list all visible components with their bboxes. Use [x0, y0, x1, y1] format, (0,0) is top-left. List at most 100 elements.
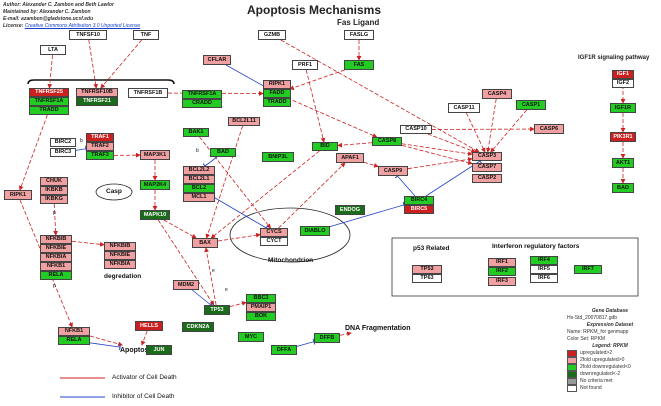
gene-map2k4[interactable]: MAP2K4 [140, 180, 170, 190]
gene-casp4[interactable]: CASP4 [482, 89, 512, 99]
gene-nfkbib2[interactable]: NFKBIB [104, 242, 136, 251]
gene-irf4[interactable]: IRF4 [530, 256, 558, 265]
gene-bcl2l2[interactable]: BCL2L2 [183, 166, 215, 175]
gene-myc[interactable]: MYC [238, 332, 264, 342]
gene-ikbkb[interactable]: IKBKB [40, 186, 68, 195]
gene-rela2[interactable]: RELA [58, 336, 90, 345]
gene-birc5[interactable]: BIRC5 [404, 205, 434, 214]
gene-apaf1[interactable]: APAF1 [336, 153, 364, 163]
gene-tnfrsf1b[interactable]: TNFRSF1B [128, 88, 168, 98]
gene-dffa[interactable]: DFFA [271, 345, 297, 355]
gene-tnfrsf21[interactable]: TNFRSF21 [76, 97, 118, 106]
gene-cdkn2a[interactable]: CDKN2A [182, 322, 214, 332]
gene-igf1[interactable]: IGF1 [612, 70, 634, 79]
gene-tradd2[interactable]: TRADD [263, 98, 291, 107]
gene-bax[interactable]: BAX [192, 238, 218, 248]
gene-tp53b[interactable]: TP53 [412, 265, 442, 274]
gene-irf1[interactable]: IRF1 [488, 258, 516, 267]
gene-irf7[interactable]: IRF7 [574, 265, 602, 274]
gene-bid[interactable]: BID [312, 142, 338, 151]
gene-irf2[interactable]: IRF2 [488, 267, 516, 276]
gene-casp3[interactable]: CASP3 [472, 152, 502, 161]
gene-akt1[interactable]: AKT1 [612, 158, 634, 168]
gene-fas[interactable]: FAS [344, 60, 374, 70]
license-link[interactable]: Creative Commons Attribution 3.0 Unporte… [24, 23, 141, 29]
gene-tnfrsf1a2[interactable]: TNFRSF1A [182, 90, 222, 99]
gene-bad2[interactable]: BAD [612, 183, 634, 193]
gene-gzmb[interactable]: GZMB [258, 30, 286, 40]
gene-casp6[interactable]: CASP6 [534, 124, 564, 134]
gene-cycs[interactable]: CYCS [260, 228, 288, 237]
gene-nfkb1[interactable]: NFKB1 [40, 262, 72, 271]
gene-tnf[interactable]: TNF [133, 30, 159, 40]
gene-rela[interactable]: RELA [40, 271, 72, 280]
gene-casp2[interactable]: CASP2 [472, 174, 502, 183]
gene-irf6[interactable]: IRF6 [530, 274, 558, 283]
gene-bnip3l[interactable]: BNIP3L [262, 152, 294, 162]
gene-lta[interactable]: LTA [40, 45, 66, 55]
legend-entry: downregulated<-2 [567, 371, 653, 378]
gene-cflar[interactable]: CFLAR [203, 55, 231, 65]
gene-tp53a[interactable]: TP53 [204, 305, 230, 315]
gene-bad[interactable]: BAD [210, 148, 236, 157]
gene-casp1[interactable]: CASP1 [516, 100, 546, 110]
gene-nfkbie2[interactable]: NFKBIE [104, 251, 136, 260]
gene-endog[interactable]: ENDOG [335, 205, 365, 215]
gene-nfkb1b[interactable]: NFKB1 [58, 327, 90, 336]
gene-casp8[interactable]: CASP8 [372, 137, 402, 146]
gene-traf1[interactable]: TRAF1 [86, 133, 114, 142]
gene-ripk1b[interactable]: RIPK1 [263, 80, 291, 89]
gene-igf1r[interactable]: IGF1R [610, 103, 636, 113]
gene-tnfsf10[interactable]: TNFSF10 [69, 30, 107, 40]
gene-tnfrsf1a[interactable]: TNFRSF1A [29, 97, 69, 106]
gene-casp7[interactable]: CASP7 [472, 163, 502, 172]
gene-jun[interactable]: JUN [146, 345, 172, 355]
mitochondrion-label: Mitochondrion [268, 257, 314, 264]
gene-prf1[interactable]: PRF1 [292, 60, 318, 70]
gene-chuk[interactable]: CHUK [40, 177, 68, 186]
gene-cyct[interactable]: CYCT [260, 237, 288, 246]
gene-bcl2l11[interactable]: BCL2L11 [228, 117, 260, 126]
gene-mdm2[interactable]: MDM2 [173, 280, 199, 290]
gene-tnfrsf10b[interactable]: TNFRSF10B [76, 88, 118, 97]
gene-bak1[interactable]: BAK1 [183, 128, 209, 137]
gene-hells[interactable]: HELLS [135, 321, 163, 331]
activation-edge-nfkbib-nfkbib2 [71, 240, 105, 247]
gene-irf5[interactable]: IRF5 [530, 265, 558, 274]
gene-tradd[interactable]: TRADD [29, 106, 69, 115]
gene-mapk10[interactable]: MAPK10 [140, 210, 170, 220]
gene-pik3r1[interactable]: PIK3R1 [610, 132, 636, 142]
gene-dffb[interactable]: DFFB [314, 333, 340, 343]
gene-diablo[interactable]: DIABLO [300, 226, 330, 236]
gene-nfkbia[interactable]: NFKBIA [40, 253, 72, 262]
gene-casp9[interactable]: CASP9 [378, 166, 408, 176]
gene-fadd[interactable]: FADD [263, 89, 291, 98]
inhibition-edge-birc4-casp9 [397, 175, 416, 197]
gene-birc4[interactable]: BIRC4 [404, 196, 434, 205]
gene-nfkbib[interactable]: NFKBIB [40, 235, 72, 244]
dataset-legend: Gene Database Hs-Std_20070817.gdb Expres… [567, 308, 653, 392]
gene-tp63[interactable]: TP63 [412, 274, 442, 283]
gene-birc2[interactable]: BIRC2 [50, 138, 76, 147]
gene-map3k1[interactable]: MAP3K1 [140, 150, 170, 160]
gene-irf3[interactable]: IRF3 [488, 277, 516, 286]
gene-tnfrsf25[interactable]: TNFRSF25 [29, 88, 69, 97]
gene-casp11[interactable]: CASP11 [448, 103, 480, 113]
gene-igf2[interactable]: IGF2 [612, 79, 634, 88]
gene-nfkbie[interactable]: NFKBIE [40, 244, 72, 253]
gene-pmaip1[interactable]: PMAIP1 [246, 303, 276, 312]
gene-traf2[interactable]: TRAF2 [86, 142, 114, 151]
gene-bok[interactable]: BOK [246, 312, 276, 321]
gene-bcl2l1[interactable]: BCL2L1 [183, 175, 215, 184]
gene-cradd[interactable]: CRADD [182, 99, 222, 108]
gene-nfkbia2[interactable]: NFKBIA [104, 260, 136, 269]
gene-casp10[interactable]: CASP10 [400, 125, 432, 134]
gene-ripk1a[interactable]: RIPK1 [4, 190, 32, 200]
gene-birc3[interactable]: BIRC3 [50, 148, 76, 157]
gene-traf3[interactable]: TRAF3 [86, 151, 114, 160]
gene-bbc3[interactable]: BBC3 [246, 294, 276, 303]
gene-ikbkg[interactable]: IKBKG [40, 195, 68, 204]
gene-faslg[interactable]: FASLG [344, 30, 374, 40]
gene-mcl1[interactable]: MCL1 [183, 193, 215, 202]
gene-bcl2[interactable]: BCL2 [183, 184, 215, 193]
